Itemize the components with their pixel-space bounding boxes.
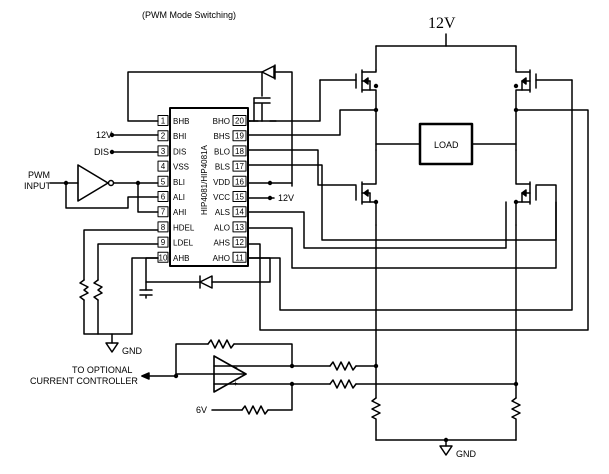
pin-dis-name: DIS	[173, 147, 186, 156]
pin-blo-number: 18	[235, 147, 244, 156]
pin-bls-box	[232, 160, 247, 172]
pin-vcc-number: 15	[235, 193, 244, 202]
mosfet-b-high	[319, 69, 377, 111]
pin-bhs-box	[232, 130, 247, 142]
pin-aho-box	[232, 251, 247, 263]
pin-bli-name: BLI	[173, 178, 185, 187]
pin-vss-number: 4	[161, 162, 166, 171]
bridge-wiring	[373, 83, 519, 399]
pin-blo-box	[232, 145, 247, 157]
pin-alo-box	[232, 221, 247, 233]
pin-hdel-name: HDEL	[173, 223, 195, 232]
pin-bli-box	[157, 175, 169, 187]
pin-alo-name: ALO	[214, 223, 230, 232]
mosfet-a-high	[515, 69, 573, 111]
pin-bho-box	[232, 115, 247, 126]
pin-bls-name: BLS	[215, 163, 230, 172]
mosfet-a-low	[515, 149, 537, 226]
opt-label-1: TO OPTIONAL	[72, 365, 132, 375]
pins-left: 1 BHB 2 BHI 3 DIS 4 VSS 5 BLI 6 ALI 7 AHI 8 HDEL 9 LDEL 10…	[157, 115, 195, 263]
pin-ahi-number: 7	[161, 208, 166, 217]
pin-vss-name: VSS	[173, 163, 189, 172]
pin-ahs-box	[232, 236, 247, 248]
pin-bli-number: 5	[161, 177, 166, 186]
pwm-label-2: INPUT	[24, 181, 52, 191]
pin-ali-number: 6	[161, 193, 166, 202]
load-label: LOAD	[434, 140, 459, 150]
pin-als-box	[232, 206, 247, 218]
pin-bho-number: 20	[235, 117, 244, 126]
pin-bhb-number: 1	[161, 117, 166, 126]
left-wiring: 12V DIS PWM INPUT GND	[24, 64, 293, 356]
supply-label: 12V	[428, 15, 456, 32]
opt-label-2: CURRENT CONTROLLER	[30, 376, 138, 386]
pin-vcc-name: VCC	[213, 193, 230, 202]
pin-ahs-name: AHS	[214, 239, 230, 248]
vcc-12v-label: 12V	[278, 193, 294, 203]
pin-bho-name: BHO	[213, 117, 230, 126]
opamp-minus: −	[233, 363, 238, 372]
pin-bhs-name: BHS	[214, 132, 230, 141]
pin-blo-name: BLO	[214, 147, 230, 156]
pin-vcc-box	[232, 191, 247, 202]
mosfet-b-low	[355, 149, 377, 226]
pin-aho-name: AHO	[213, 254, 230, 263]
pin-ldel-number: 9	[161, 238, 166, 247]
chip-name: HIP4081/HIP4081A	[200, 145, 209, 215]
dis-label: DIS	[94, 147, 109, 157]
pin-ahs-number: 12	[235, 238, 244, 247]
ref-6v-label: 6V	[196, 405, 207, 415]
pwm-label-1: PWM	[28, 170, 50, 180]
bhi-12v-label: 12V	[96, 130, 112, 140]
pin-ahi-name: AHI	[173, 208, 186, 217]
pin-ldel-box	[157, 236, 169, 248]
pin-vdd-number: 16	[235, 177, 244, 186]
load-box: LOAD	[418, 122, 474, 166]
pin-bhi-number: 2	[161, 132, 166, 141]
gnd-bottom-label: GND	[456, 449, 477, 459]
sense-resistors: GND	[371, 397, 521, 459]
pin-dis-box	[157, 145, 169, 157]
current-sense-amp: − + TO OPTIONAL CURRENT CONTROLLER 6V	[30, 339, 519, 415]
pins-right: 20 BHO 19 BHS 18 BLO 17 BLS 16 VDD 15 VCC 14 ALS 13 ALO…	[213, 115, 247, 263]
pin-dis-number: 3	[161, 147, 166, 156]
supply-rail	[375, 33, 517, 71]
pin-vdd-name: VDD	[213, 178, 230, 187]
pin-hdel-number: 8	[161, 223, 166, 232]
pin-ali-name: ALI	[173, 193, 185, 202]
pin-bhs-number: 19	[235, 132, 244, 141]
pin-als-number: 14	[235, 208, 244, 217]
pin-vss-box	[157, 160, 169, 172]
pin-hdel-box	[157, 221, 169, 233]
caption: (PWM Mode Switching)	[142, 10, 236, 20]
pin-ahb-number: 10	[159, 253, 168, 262]
pin-bhi-name: BHI	[173, 132, 186, 141]
pin-ahb-name: AHB	[173, 254, 189, 263]
pin-bhb-name: BHB	[173, 117, 189, 126]
pin-als-name: ALS	[215, 208, 230, 217]
pin-alo-number: 13	[235, 223, 244, 232]
pin-aho-number: 11	[235, 253, 244, 262]
pin-ldel-name: LDEL	[173, 239, 194, 248]
right-wiring: 12V	[247, 79, 589, 331]
gnd-left-label: GND	[122, 346, 143, 356]
pin-bls-number: 17	[235, 162, 244, 171]
pin-vdd-box	[232, 175, 247, 187]
